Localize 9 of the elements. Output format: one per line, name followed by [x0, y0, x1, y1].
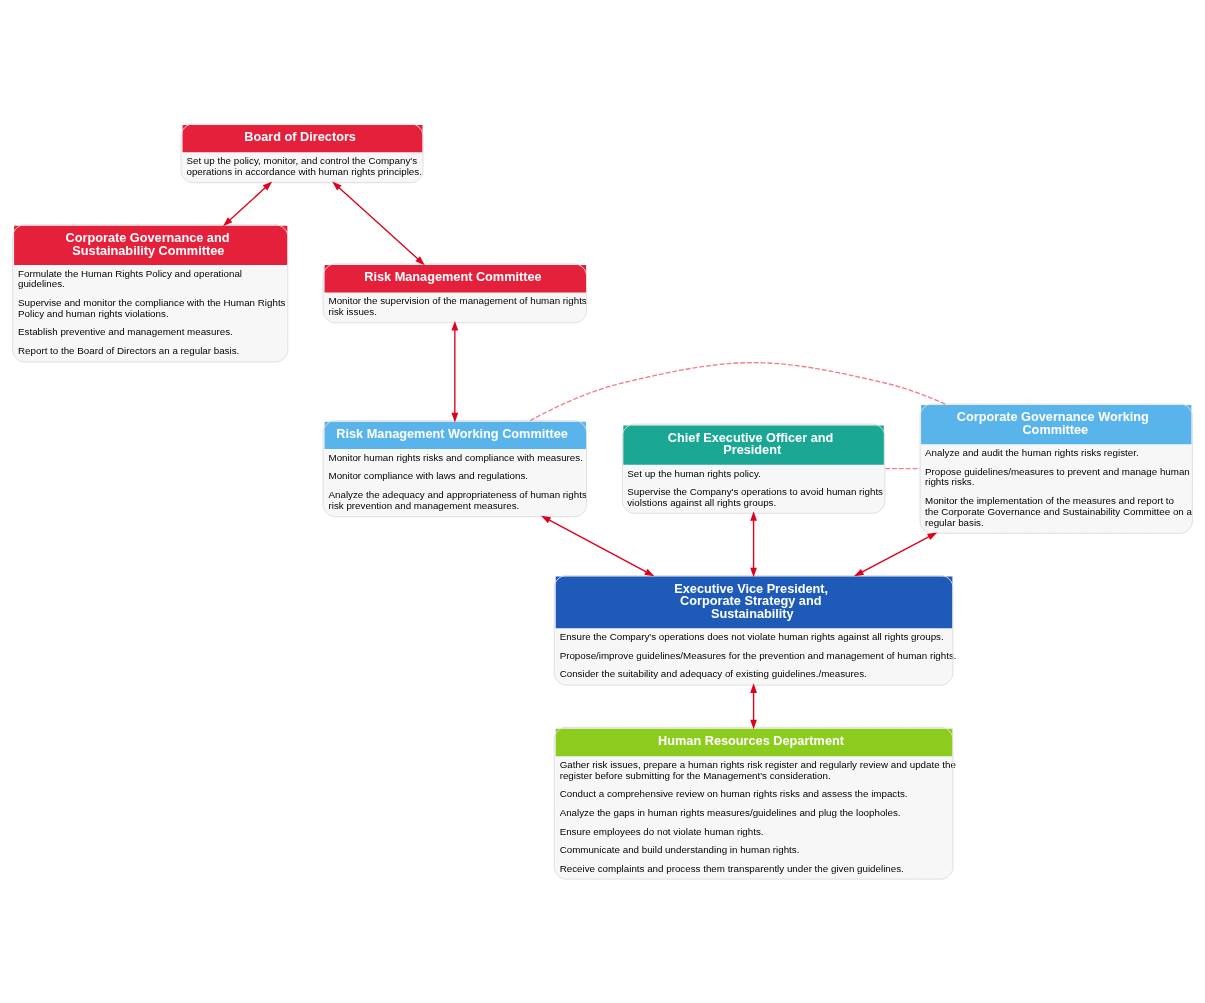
arrow	[223, 181, 273, 227]
connector	[529, 362, 946, 422]
arrow	[853, 532, 938, 577]
arrow	[750, 511, 757, 578]
connector	[884, 468, 921, 470]
arrow	[332, 181, 425, 266]
arrow	[451, 320, 459, 423]
arrow	[541, 515, 655, 577]
arrow	[750, 683, 757, 730]
